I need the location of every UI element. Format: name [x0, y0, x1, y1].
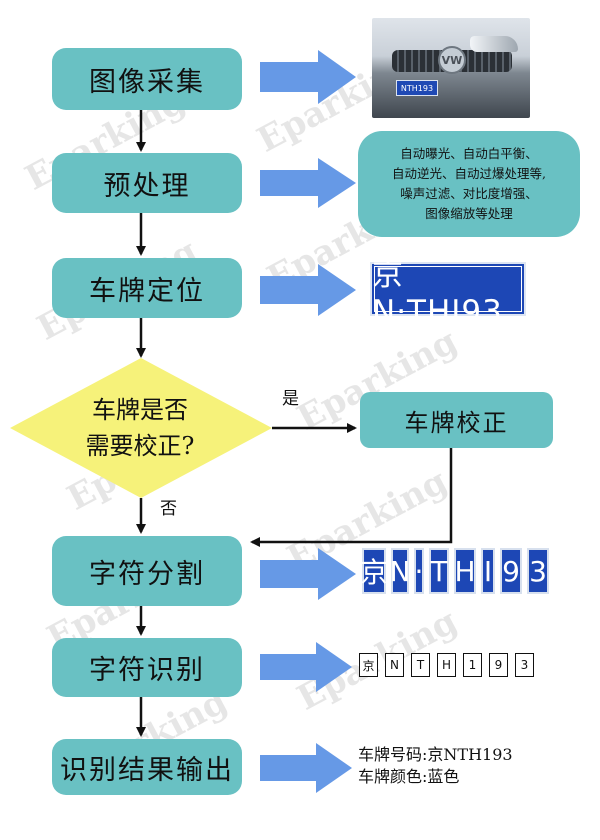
- note-line: 图像缩放等处理: [425, 206, 513, 221]
- plate-color-label: 车牌颜色:: [358, 767, 428, 786]
- plate-segment: 9: [500, 548, 522, 594]
- plate-color-line: 车牌颜色:蓝色: [358, 766, 513, 788]
- character-box: T: [411, 653, 430, 677]
- character-box: 1: [463, 653, 482, 677]
- car-logo: VW: [438, 46, 466, 74]
- decision-diamond: [10, 358, 272, 498]
- plate-segment: I: [481, 548, 495, 594]
- plate-segment: H: [454, 548, 476, 594]
- yes-label: 是: [282, 389, 299, 409]
- plate-segment: 3: [527, 548, 549, 594]
- output-arrow: [260, 548, 356, 600]
- plate-number-label: 车牌号码:: [358, 745, 428, 764]
- recognized-characters: 京 N T H 1 9 3: [359, 653, 534, 677]
- segmented-plate: 京 N · T H I 9 3: [360, 548, 549, 594]
- output-arrow: [260, 158, 356, 208]
- return-arrow: [250, 448, 453, 547]
- decision-line-2: 需要校正?: [85, 432, 195, 460]
- step-character-recognition: 字符识别: [52, 638, 242, 697]
- character-box: 3: [515, 653, 534, 677]
- note-line: 自动曝光、自动白平衡、: [400, 146, 538, 161]
- step-plate-location: 车牌定位: [52, 258, 242, 318]
- character-box: 京: [359, 653, 378, 677]
- output-arrow: [260, 642, 352, 692]
- recognition-result: 车牌号码:京NTH193 车牌颜色:蓝色: [358, 744, 513, 788]
- step-plate-correction: 车牌校正: [360, 392, 553, 448]
- decision-line-1: 车牌是否: [92, 396, 188, 424]
- plate-color-value: 蓝色: [427, 767, 460, 786]
- plate-segment: ·: [414, 548, 424, 594]
- decision-text: 车牌是否 需要校正?: [40, 392, 240, 464]
- output-arrow: [260, 264, 356, 316]
- character-box: 9: [489, 653, 508, 677]
- output-arrow: [260, 743, 352, 793]
- plate-number-value: 京NTH193: [427, 745, 513, 764]
- step-preprocessing: 预处理: [52, 153, 242, 213]
- step-character-segmentation: 字符分割: [52, 536, 242, 606]
- plate-number-line: 车牌号码:京NTH193: [358, 744, 513, 766]
- output-arrow: [260, 50, 356, 104]
- photo-license-plate: NTH193: [396, 80, 438, 96]
- plate-segment: N: [390, 548, 410, 594]
- no-label: 否: [160, 499, 177, 519]
- step-result-output: 识别结果输出: [52, 739, 242, 795]
- plate-segment: 京: [360, 548, 388, 594]
- car-photo: VW NTH193: [372, 18, 530, 118]
- note-line: 噪声过滤、对比度增强、: [400, 186, 538, 201]
- located-plate: 京N·THI93: [370, 257, 526, 330]
- car-headlight: [470, 36, 518, 52]
- character-box: H: [437, 653, 456, 677]
- step-image-acquisition: 图像采集: [52, 48, 242, 110]
- plate-segment: T: [429, 548, 449, 594]
- preprocess-note: 自动曝光、自动白平衡、 自动逆光、自动过爆处理等, 噪声过滤、对比度增强、 图像…: [358, 131, 580, 237]
- character-box: N: [385, 653, 404, 677]
- note-line: 自动逆光、自动过爆处理等,: [392, 166, 546, 181]
